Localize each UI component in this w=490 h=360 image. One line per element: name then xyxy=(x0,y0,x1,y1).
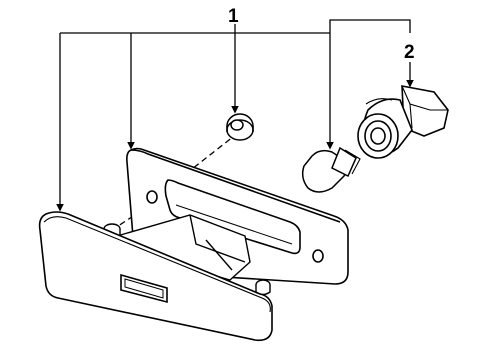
callout-label-2: 2 xyxy=(404,42,415,63)
rubber-grommet xyxy=(226,113,254,141)
housing-hole-right xyxy=(312,249,324,263)
outer-lens xyxy=(38,211,273,342)
callout-label-1: 1 xyxy=(228,6,239,27)
leader-bracket-right xyxy=(329,19,411,33)
lens-stud-right xyxy=(255,279,271,296)
lens-window xyxy=(120,273,168,304)
wedge-bulb xyxy=(301,146,361,193)
leader-lines xyxy=(56,19,414,231)
socket-ring-inner xyxy=(370,127,386,145)
housing-hole-left xyxy=(146,190,158,204)
bulb-socket xyxy=(357,85,449,159)
